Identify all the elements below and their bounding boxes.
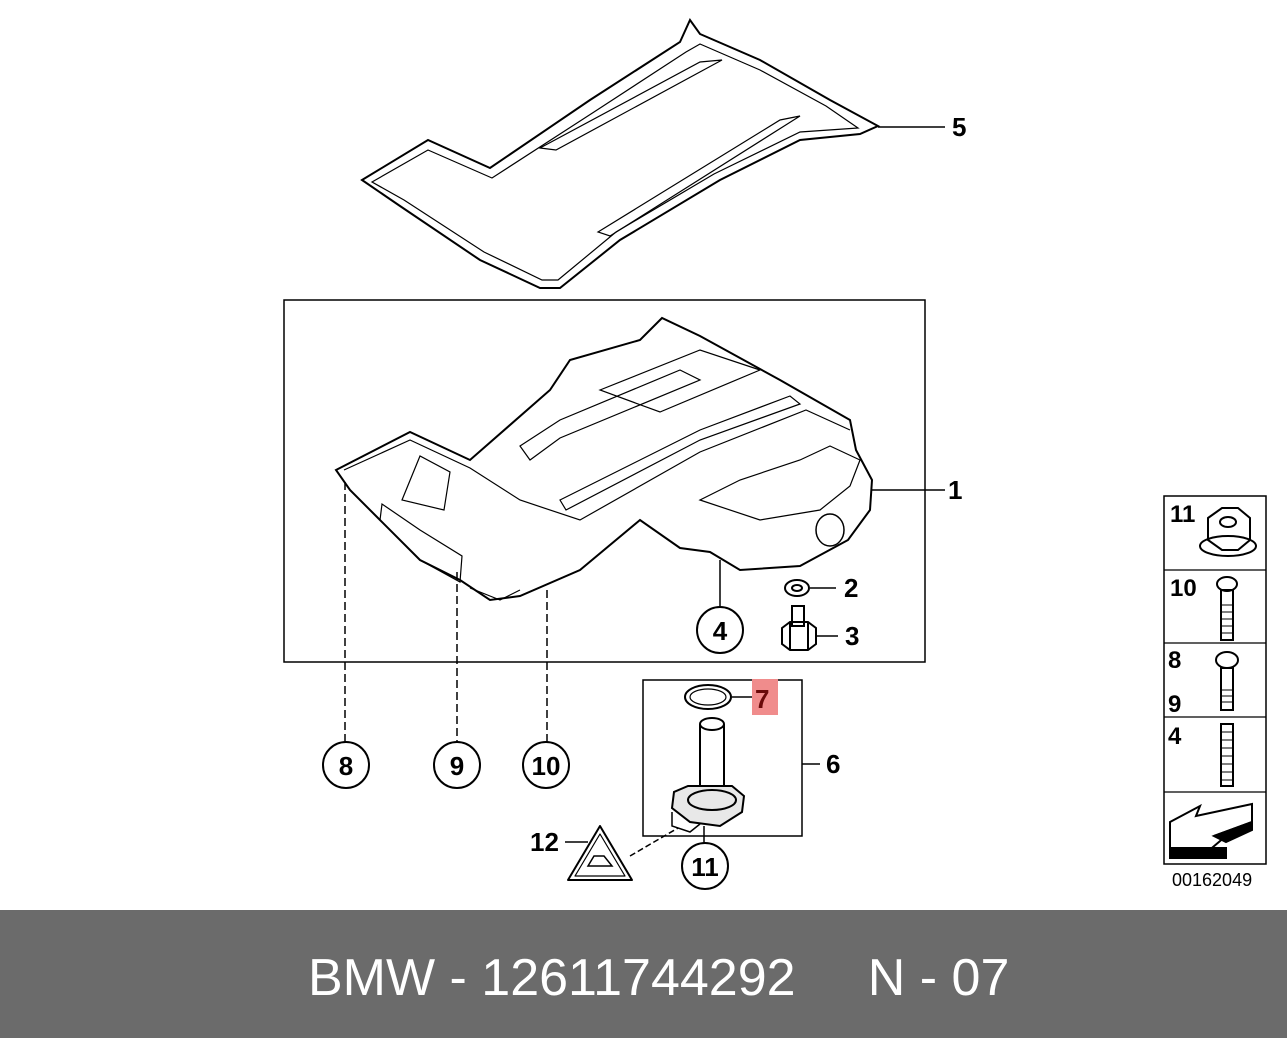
callout-5: 5 bbox=[952, 112, 966, 142]
sealing-washer bbox=[784, 579, 810, 597]
warning-label-icon bbox=[567, 825, 633, 881]
callout-9: 9 bbox=[450, 751, 464, 781]
callout-10-circle bbox=[522, 741, 570, 789]
side-panel-label-10: 10 bbox=[1170, 575, 1197, 602]
bolt-icon bbox=[1216, 576, 1238, 641]
drain-plug bbox=[781, 605, 817, 651]
callout-9-circle bbox=[433, 741, 481, 789]
callout-8-circle bbox=[322, 741, 370, 789]
oil-level-sensor bbox=[670, 717, 746, 833]
callout-3: 3 bbox=[845, 621, 859, 651]
footer-caption: BMW - 12611744292 N - 07 bbox=[308, 949, 1010, 1007]
hex-nut-icon bbox=[1199, 507, 1257, 557]
oil-pan-gasket bbox=[360, 18, 881, 289]
oil-pan-group-box bbox=[283, 299, 926, 663]
diagram-code: 00162049 bbox=[1172, 870, 1252, 890]
leader-line-12b bbox=[629, 827, 679, 857]
stud-icon bbox=[1220, 723, 1234, 787]
parts-diagram: 5 1 2 3 4 8 9 10 bbox=[283, 18, 1267, 890]
callout-4: 4 bbox=[713, 616, 728, 646]
screw-icon bbox=[1215, 651, 1239, 711]
callout-1: 1 bbox=[948, 475, 962, 505]
callout-2: 2 bbox=[844, 573, 858, 603]
footer-bar bbox=[0, 910, 1287, 1038]
side-panel-label-9: 9 bbox=[1168, 691, 1181, 718]
side-panel-label-4: 4 bbox=[1168, 723, 1182, 750]
side-panel-label-11: 11 bbox=[1170, 501, 1195, 528]
callout-8: 8 bbox=[339, 751, 353, 781]
oil-pan bbox=[334, 316, 874, 602]
fastener-side-panel: 11 10 8 9 4 bbox=[1163, 495, 1267, 865]
arrow-icon bbox=[1169, 802, 1253, 859]
side-panel-label-8: 8 bbox=[1168, 647, 1181, 674]
callout-11-circle bbox=[681, 842, 729, 890]
callout-11: 11 bbox=[691, 852, 719, 882]
oil-level-sensor-box bbox=[642, 679, 803, 837]
callout-7: 7 bbox=[755, 684, 769, 714]
callout-10: 10 bbox=[532, 751, 561, 781]
callout-7-highlight bbox=[752, 679, 778, 715]
callout-4-circle bbox=[696, 606, 744, 654]
o-ring bbox=[684, 684, 732, 710]
callout-6: 6 bbox=[826, 749, 840, 779]
callout-12: 12 bbox=[530, 827, 559, 857]
